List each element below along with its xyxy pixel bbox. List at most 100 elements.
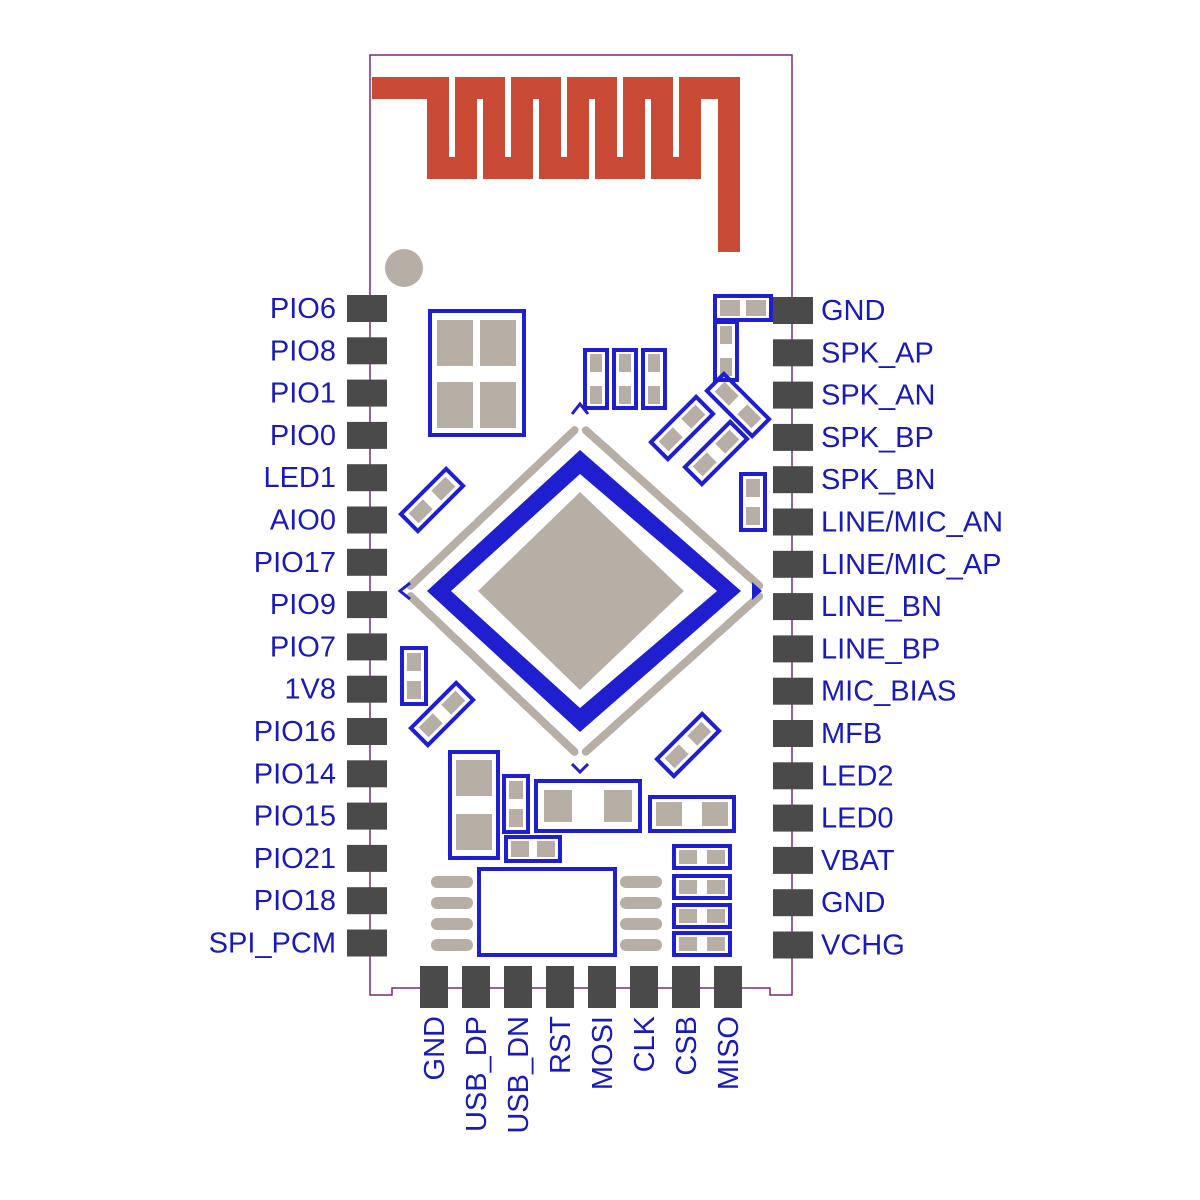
capacitor-large (448, 750, 500, 860)
right-pin-pad (773, 297, 813, 324)
chip-corner-mark-left (397, 581, 411, 601)
left-pin-column: PIO6PIO8PIO1PIO0LED1AIO0PIO17PIO9PIO71V8… (209, 293, 387, 960)
left-pin-label-pio14: PIO14 (254, 758, 336, 790)
bottom-pin-label-csb: CSB (671, 1016, 703, 1076)
passive-horizontal-small (504, 835, 562, 863)
chip-thermal-pad (478, 492, 684, 690)
left-pin-pad (347, 421, 387, 449)
left-pin-label-pio9: PIO9 (270, 589, 336, 621)
bottom-pin-pad (420, 966, 448, 1008)
passive-left-rotated (408, 680, 476, 748)
passive-array-top (583, 348, 667, 410)
right-pin-label-mfb: MFB (821, 718, 882, 750)
chip-leads (406, 426, 764, 756)
right-pin-label-vchg: VCHG (821, 930, 905, 962)
bottom-pin-label-usb-dp: USB_DP (461, 1016, 493, 1132)
bottom-pin-pad (714, 966, 742, 1008)
left-pin-label-pio0: PIO0 (270, 420, 336, 452)
right-pin-pad (773, 846, 813, 874)
passive-rotated-1 (648, 394, 716, 462)
left-pin-pad (347, 929, 387, 957)
left-pin-label-pio8: PIO8 (270, 335, 336, 367)
left-pin-label-pio16: PIO16 (254, 716, 336, 748)
left-pin-pad (347, 337, 387, 365)
right-pin-label-spk-bn: SPK_BN (821, 464, 935, 496)
passive-rotated-2 (704, 371, 772, 439)
left-pin-pad (347, 633, 387, 661)
passive-rotated-3 (682, 419, 750, 487)
right-pin-label-line-bp: LINE_BP (821, 633, 940, 665)
left-pin-label-pio18: PIO18 (254, 885, 336, 917)
chip-lead (560, 426, 579, 444)
resistor-wide (534, 779, 642, 833)
left-pin-label-1v8: 1V8 (284, 674, 336, 706)
right-pin-pad (773, 508, 813, 536)
right-pin-label-led2: LED2 (821, 760, 894, 792)
chip-lead (581, 738, 601, 756)
left-pin-pad (347, 760, 387, 788)
right-pin-label-gnd: GND (821, 887, 885, 919)
right-pin-label-led0: LED0 (821, 803, 894, 835)
left-pin-pad (347, 464, 387, 492)
right-pin-label-gnd: GND (821, 295, 885, 327)
pin1-marker-dot (385, 249, 423, 287)
right-pin-pad (773, 423, 813, 451)
right-pin-pad (773, 635, 813, 663)
passive-small-vertical (502, 774, 530, 834)
right-pin-label-spk-an: SPK_AN (821, 380, 935, 412)
bottom-pin-pad (588, 966, 616, 1008)
passive-left-upper (398, 466, 466, 534)
left-pin-label-aio0: AIO0 (270, 505, 336, 537)
right-pin-label-mic-bias: MIC_BIAS (821, 676, 956, 708)
left-pin-pad (347, 379, 387, 407)
right-pin-label-line-mic-an: LINE/MIC_AN (821, 507, 1003, 539)
chip-lead (744, 572, 764, 590)
right-pin-column: GND SPK_AP SPK_AN SPK_BP SPK_BN LINE/MIC_AN LI… (773, 295, 1003, 962)
left-pin-label-pio7: PIO7 (270, 631, 336, 663)
right-pin-pad (773, 339, 813, 367)
passive-right-vertical (739, 472, 767, 532)
crystal-component (428, 309, 526, 437)
left-pin-pad (347, 802, 387, 830)
left-pin-label-pio21: PIO21 (254, 843, 336, 875)
left-pin-label-pio6: PIO6 (270, 293, 336, 325)
right-pin-pad (773, 550, 813, 578)
left-pin-pad (347, 675, 387, 703)
right-pin-label-spk-ap: SPK_AP (821, 337, 934, 369)
left-pin-pad (347, 844, 387, 872)
chip-corner-mark-right (752, 582, 762, 600)
left-pin-pad (347, 887, 387, 915)
right-pin-label-spk-bp: SPK_BP (821, 422, 934, 454)
right-pin-pad (773, 677, 813, 705)
bottom-pin-pad (546, 966, 574, 1008)
right-pin-pad (773, 762, 813, 790)
right-pin-label-vbat: VBAT (821, 845, 895, 877)
left-pin-pad (347, 548, 387, 576)
sop-ic (431, 867, 662, 957)
right-pin-pad (773, 931, 813, 959)
bottom-pin-pad (462, 966, 490, 1008)
left-pin-pad (347, 295, 387, 322)
bottom-pin-label-rst: RST (545, 1016, 577, 1074)
bottom-pin-label-usb-dn: USB_DN (503, 1016, 535, 1134)
chip-corner-mark-top (570, 401, 590, 415)
right-pin-label-line-bn: LINE_BN (821, 591, 942, 623)
left-pin-label-pio15: PIO15 (254, 801, 336, 833)
bottom-pin-label-mosi: MOSI (587, 1016, 619, 1090)
resistor-wide-right (648, 795, 736, 833)
passive-left-lower (400, 646, 428, 706)
left-pin-pad (347, 718, 387, 745)
right-pin-pad (773, 889, 813, 917)
right-pin-pad (773, 466, 813, 494)
resistor-stack (672, 844, 732, 957)
left-pin-label-pio17: PIO17 (254, 547, 336, 579)
left-pin-label-led1: LED1 (263, 462, 336, 494)
right-pin-pad (773, 593, 813, 621)
right-pin-pad (773, 381, 813, 409)
bottom-pin-pad (672, 966, 700, 1008)
passive-right-rotated-lower (654, 711, 722, 779)
pcb-antenna-trace (372, 77, 740, 252)
main-chip (397, 401, 764, 775)
